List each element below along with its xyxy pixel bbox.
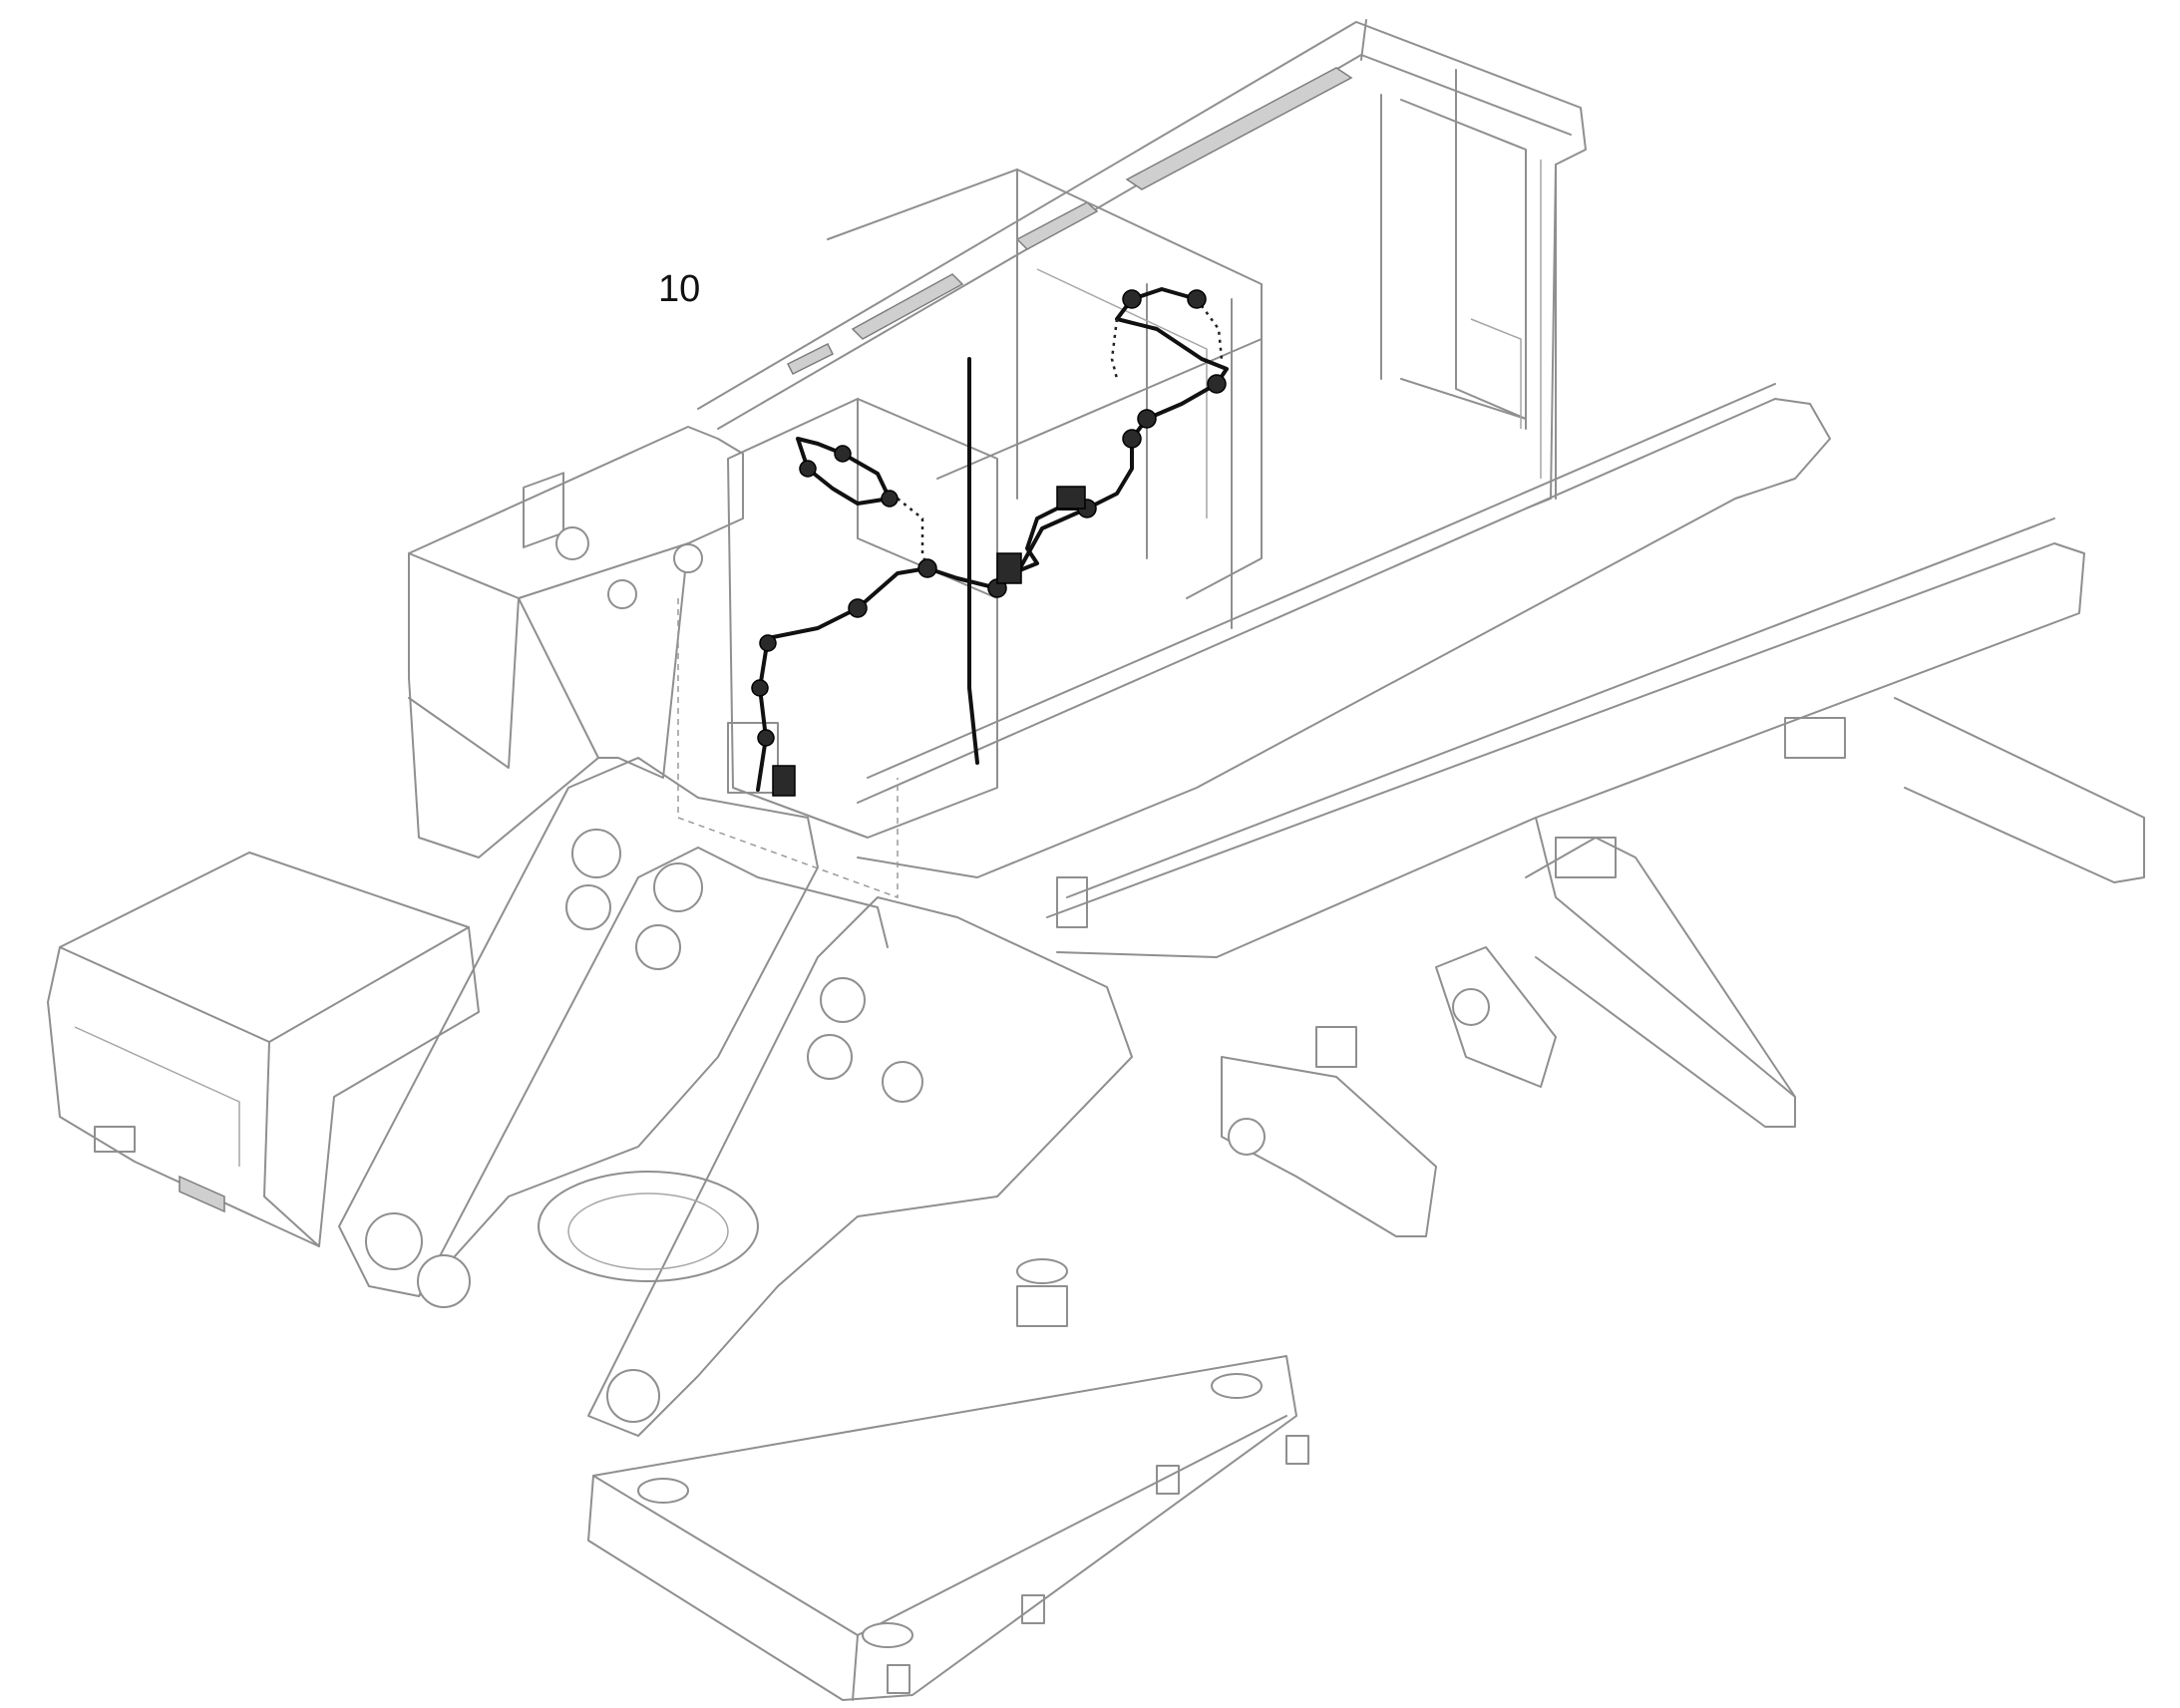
upper-hood-frame — [697, 19, 1587, 510]
longitudinal-rails — [857, 383, 2145, 1128]
left-lower-compartment — [47, 852, 480, 1247]
callout-10: 10 — [658, 268, 700, 310]
counterweight-body — [408, 426, 744, 858]
hood-grilles — [786, 67, 1353, 376]
slewing-ring — [538, 1171, 759, 1282]
rear-cross-member — [1056, 717, 1846, 1237]
base-subframe — [587, 1258, 1309, 1701]
wiring-harness — [751, 287, 1229, 797]
pivot-plates — [338, 757, 1133, 1437]
